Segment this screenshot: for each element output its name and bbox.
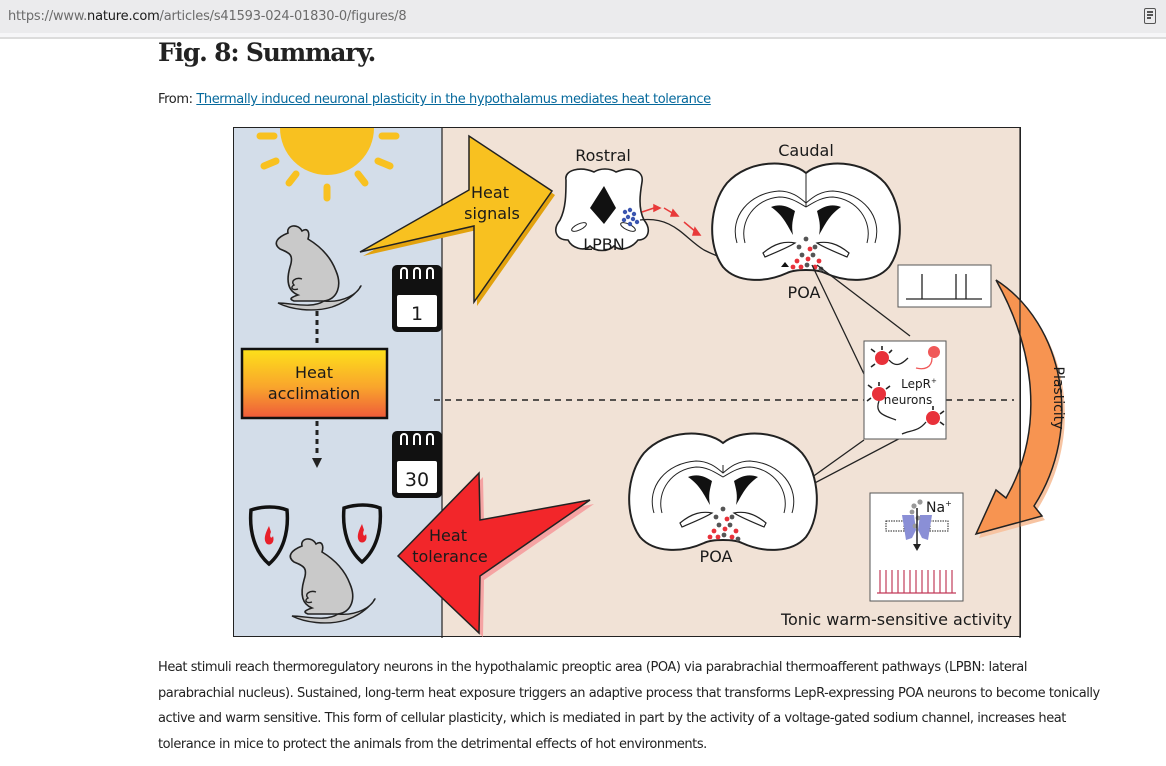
caudal-brain-section <box>711 162 901 281</box>
shield-left-icon <box>248 505 290 567</box>
heat-acclimation-line1: Heat <box>295 363 333 382</box>
heat-signals-line1: Heat <box>471 183 509 202</box>
lpbn-label: LPBN <box>583 235 625 254</box>
url-text[interactable]: https://www.nature.com/articles/s41593-0… <box>8 9 407 24</box>
reader-view-icon[interactable] <box>1144 8 1156 24</box>
url-host: nature.com <box>87 9 160 24</box>
summary-figure: 1 Heat acclimation 30 <box>233 127 1066 638</box>
from-label: From: <box>158 92 197 107</box>
poa-brain-section-after <box>628 432 818 551</box>
neuron-icon <box>870 346 909 368</box>
rostral-label: Rostral <box>575 146 631 165</box>
heat-tolerance-line2: tolerance <box>412 547 488 566</box>
caption-line: tolerance in mice to protect the animals… <box>158 736 707 752</box>
neuron-icon <box>866 382 897 421</box>
heat-signals-line2: signals <box>464 204 520 223</box>
poa-label-top: POA <box>788 283 821 302</box>
protected-mouse-icon <box>289 538 376 624</box>
figure-canvas: 1 Heat acclimation 30 <box>234 128 1066 638</box>
address-bar[interactable]: https://www.nature.com/articles/s41593-0… <box>0 0 1166 37</box>
heat-signals-arrow: Heat signals <box>359 134 555 306</box>
neurons-label: neurons <box>884 393 932 407</box>
figure-title: Fig. 8: Summary. <box>158 38 376 67</box>
toolbar-divider <box>0 37 1166 39</box>
sodium-channel-panel: Na+ <box>869 492 964 602</box>
caption-line: active and warm sensitive. This form of … <box>158 711 1066 726</box>
poa-label-bottom: POA <box>700 547 733 566</box>
caption-line: parabrachial nucleus). Sustained, long-t… <box>158 685 1100 701</box>
sparse-firing-trace <box>897 264 992 308</box>
lpbn-section: LPBN <box>555 168 650 254</box>
heat-acclimation-box <box>240 347 389 420</box>
heat-acclimation-line2: acclimation <box>268 384 360 403</box>
tonic-activity-label: Tonic warm-sensitive activity <box>780 610 1012 629</box>
caudal-label: Caudal <box>778 141 834 160</box>
tonic-firing-trace <box>877 570 956 594</box>
neuron-icon <box>901 406 945 435</box>
timeline-arrowhead-icon <box>312 458 322 468</box>
heat-tolerance-line1: Heat <box>429 526 467 545</box>
caption-line: Heat stimuli reach thermoregulatory neur… <box>158 660 1027 675</box>
calendar-day-30-icon: 30 <box>392 431 442 498</box>
poa-neuron-dots-after <box>707 506 741 542</box>
sun-icon <box>256 128 400 202</box>
calendar-day-start: 1 <box>411 303 423 325</box>
plasticity-label: Plasticity <box>1050 367 1066 430</box>
calendar-day-end: 30 <box>405 469 429 491</box>
article-link[interactable]: Thermally induced neuronal plasticity in… <box>196 92 711 107</box>
figure-source: From: Thermally induced neuronal plastic… <box>158 92 711 107</box>
heat-tolerance-arrow: Heat tolerance <box>396 471 594 637</box>
plasticity-arrow: Plasticity <box>974 279 1066 538</box>
shield-right-icon <box>341 503 383 565</box>
lepr-label: LepR+ <box>901 377 937 391</box>
na-label: Na+ <box>926 499 952 516</box>
neuron-icon-inactive <box>915 346 940 370</box>
lepr-neurons-panel: LepR+ neurons <box>863 340 947 440</box>
poa-neuron-dots <box>790 236 824 272</box>
ion-flow-arrow-icon <box>913 544 921 551</box>
url-path: /articles/s41593-024-01830-0/figures/8 <box>159 9 407 24</box>
calendar-day-1-icon: 1 <box>392 265 442 332</box>
figure-caption: Heat stimuli reach thermoregulatory neur… <box>158 655 1158 757</box>
mouse-icon <box>275 225 362 311</box>
url-prefix: https://www. <box>8 9 88 24</box>
